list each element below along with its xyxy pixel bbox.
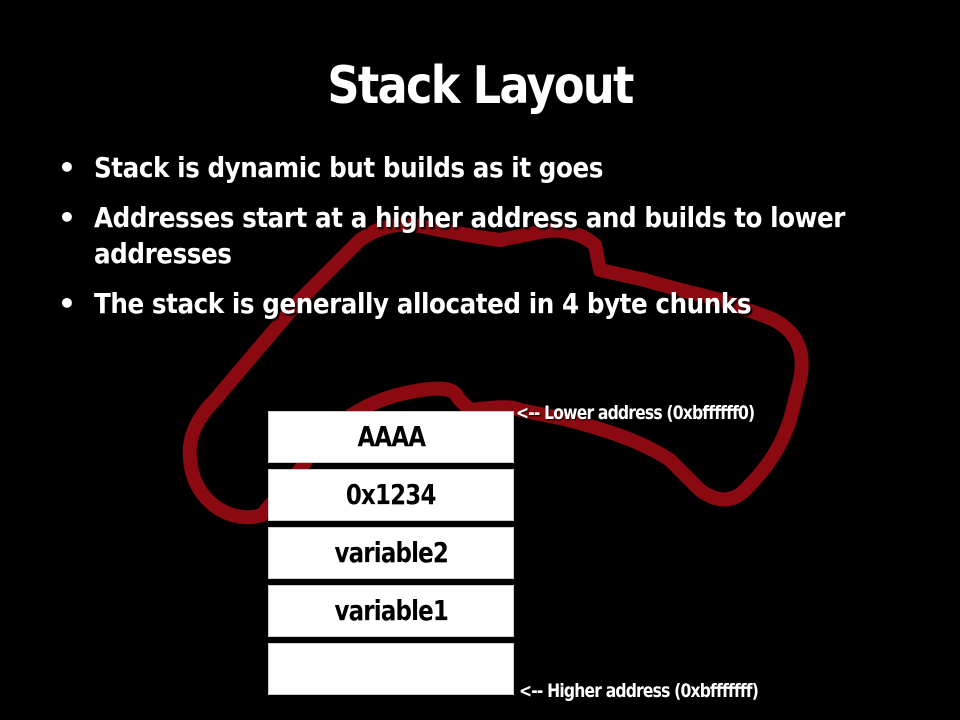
stack-cell: variable1 bbox=[268, 585, 514, 637]
bullet-text: The stack is generally allocated in 4 by… bbox=[94, 287, 752, 320]
bullet-item: • The stack is generally allocated in 4 … bbox=[56, 286, 916, 322]
stack-cell-label: AAAA bbox=[357, 420, 426, 453]
stack-cell-label: variable2 bbox=[334, 536, 448, 569]
bullet-dot: • bbox=[58, 287, 76, 320]
stack-cell: variable2 bbox=[268, 527, 514, 579]
bullet-text: Addresses start at a higher address and … bbox=[94, 201, 845, 270]
bullet-text: Stack is dynamic but builds as it goes bbox=[94, 151, 603, 184]
bullet-item: • Stack is dynamic but builds as it goes bbox=[56, 150, 916, 186]
bullet-item: • Addresses start at a higher address an… bbox=[56, 200, 916, 272]
stack-diagram: AAAA 0x1234 variable2 variable1 bbox=[268, 411, 514, 701]
bullet-dot: • bbox=[58, 201, 76, 234]
bullet-list: • Stack is dynamic but builds as it goes… bbox=[56, 150, 916, 336]
stack-cell-label: variable1 bbox=[334, 594, 448, 627]
stack-cell-label: 0x1234 bbox=[346, 478, 437, 511]
stack-cell: 0x1234 bbox=[268, 469, 514, 521]
higher-address-label: <-- Higher address (0xbfffffff) bbox=[519, 680, 759, 702]
stack-cell-empty bbox=[268, 643, 514, 695]
lower-address-label: <-- Lower address (0xbffffff0) bbox=[516, 402, 755, 424]
stack-cell: AAAA bbox=[268, 411, 514, 463]
slide-title: Stack Layout bbox=[327, 56, 634, 116]
track-outline bbox=[182, 217, 809, 525]
bullet-dot: • bbox=[58, 151, 76, 184]
